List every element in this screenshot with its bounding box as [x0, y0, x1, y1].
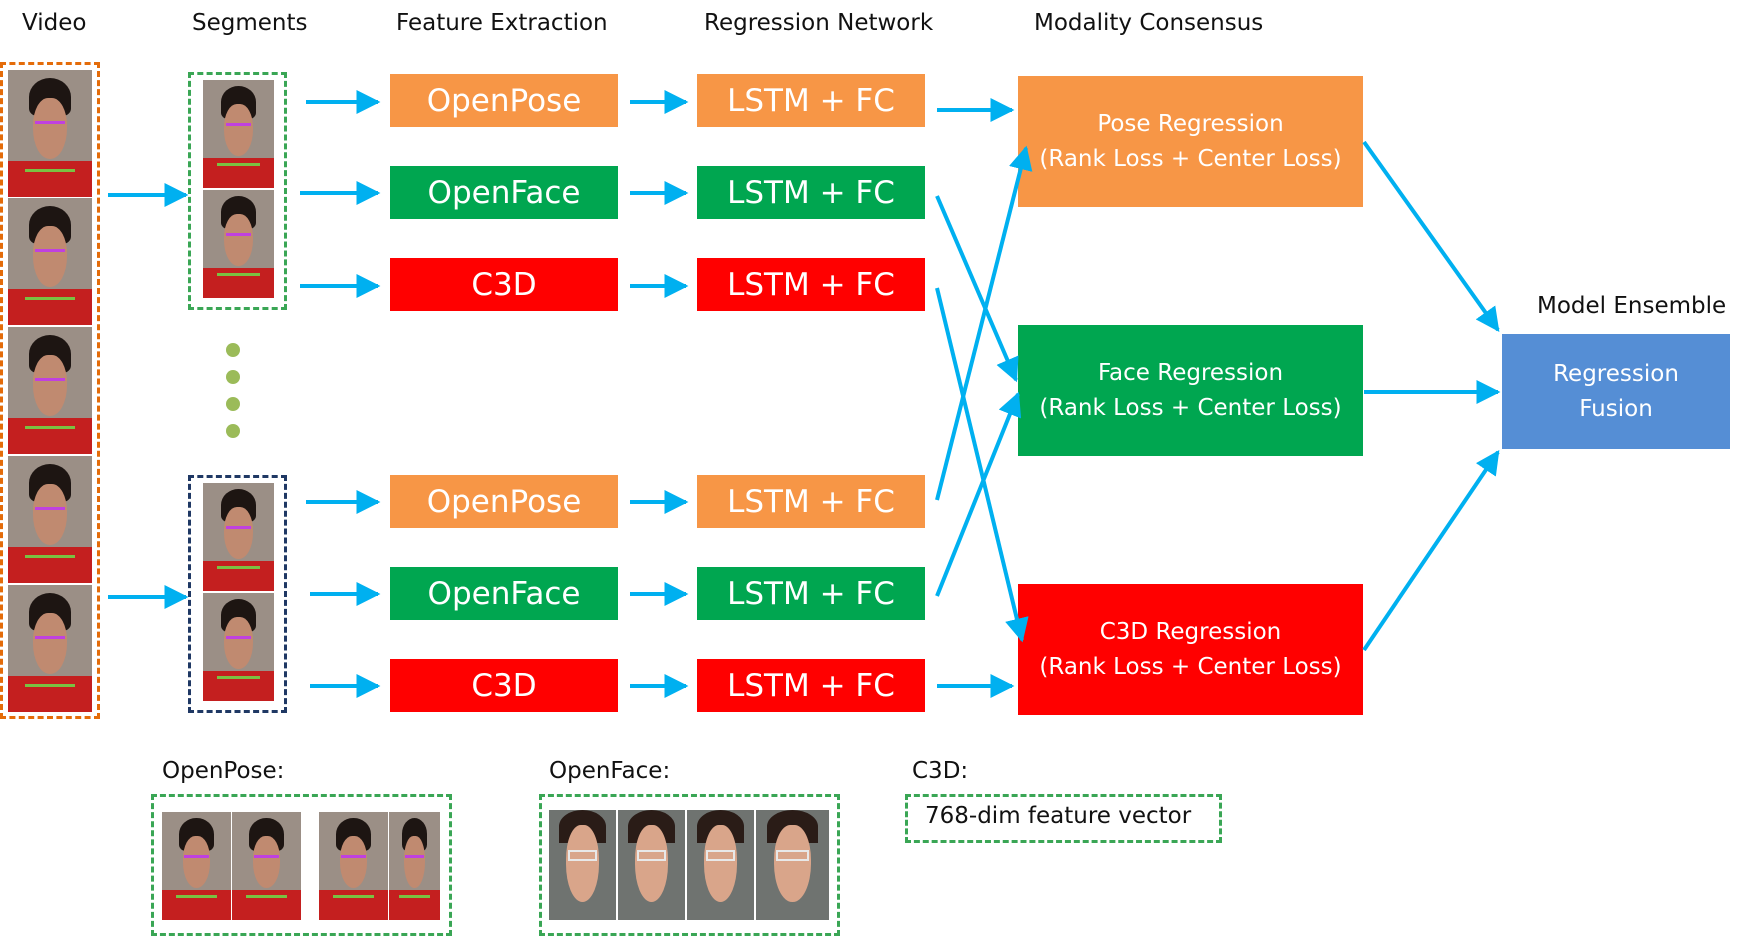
arrow — [935, 195, 1019, 383]
video-frame-thumbnail — [8, 585, 92, 712]
c3d-regression-box: C3D Regression (Rank Loss + Center Loss) — [1018, 584, 1363, 715]
legend-openpose-thumbnail — [389, 812, 440, 920]
header-video: Video — [22, 10, 87, 36]
openpose-box-top: OpenPose — [390, 74, 618, 127]
arrow — [935, 287, 1029, 643]
ellipsis-dot — [226, 424, 240, 438]
c3d-regression-title: C3D Regression — [1099, 618, 1282, 645]
ellipsis-dot — [226, 343, 240, 357]
legend-openface-label: OpenFace: — [549, 758, 671, 784]
c3d-box-bottom: C3D — [390, 659, 618, 712]
fusion-line2: Fusion — [1579, 395, 1653, 422]
openface-box-top: OpenFace — [390, 166, 618, 219]
pose-regression-loss: (Rank Loss + Center Loss) — [1039, 145, 1342, 172]
legend-openface-thumbnail — [618, 810, 685, 920]
lstm-fc-box: LSTM + FC — [697, 166, 925, 219]
header-segments: Segments — [192, 10, 308, 36]
segment-thumbnail — [203, 483, 274, 591]
segment-thumbnail — [203, 593, 274, 701]
video-frame-thumbnail — [8, 70, 92, 197]
legend-openpose-thumbnail — [162, 812, 231, 920]
legend-openpose-thumbnail — [319, 812, 388, 920]
video-frame — [0, 62, 100, 719]
face-regression-box: Face Regression (Rank Loss + Center Loss… — [1018, 325, 1363, 456]
legend-openface-thumbnail — [687, 810, 754, 920]
regression-fusion-box: Regression Fusion — [1502, 334, 1730, 449]
c3d-regression-loss: (Rank Loss + Center Loss) — [1039, 653, 1342, 680]
legend-c3d-label: C3D: — [912, 758, 969, 784]
arrow — [935, 391, 1022, 597]
ellipsis-dot — [226, 397, 240, 411]
arrow — [1362, 140, 1500, 332]
legend-openface-thumbnail — [756, 810, 829, 920]
legend-openpose-label: OpenPose: — [162, 758, 285, 784]
video-frame-thumbnail — [8, 327, 92, 454]
legend-openface-frame — [539, 794, 840, 936]
lstm-fc-box: LSTM + FC — [697, 475, 925, 528]
video-frame-thumbnail — [8, 198, 92, 325]
header-model-ensemble: Model Ensemble — [1537, 293, 1727, 319]
segment-frame-top — [188, 72, 287, 310]
openpose-box-bottom: OpenPose — [390, 475, 618, 528]
ellipsis-dot — [226, 370, 240, 384]
legend-openface-thumbnail — [549, 810, 616, 920]
header-modality-consensus: Modality Consensus — [1034, 10, 1264, 36]
segment-thumbnail — [203, 80, 274, 188]
pose-regression-title: Pose Regression — [1097, 110, 1284, 137]
lstm-fc-box: LSTM + FC — [697, 74, 925, 127]
header-feature-extraction: Feature Extraction — [396, 10, 608, 36]
lstm-fc-box: LSTM + FC — [697, 258, 925, 311]
legend-c3d-vector: 768-dim feature vector — [925, 803, 1192, 829]
lstm-fc-box: LSTM + FC — [697, 567, 925, 620]
video-frame-thumbnail — [8, 456, 92, 583]
lstm-fc-box: LSTM + FC — [697, 659, 925, 712]
legend-openpose-thumbnail — [232, 812, 301, 920]
arrow — [1362, 450, 1500, 652]
openface-box-bottom: OpenFace — [390, 567, 618, 620]
segment-thumbnail — [203, 190, 274, 298]
legend-c3d-frame — [905, 794, 1222, 843]
legend-openpose-frame — [151, 794, 452, 936]
pose-regression-box: Pose Regression (Rank Loss + Center Loss… — [1018, 76, 1363, 207]
arrow — [935, 145, 1033, 501]
segment-frame-bottom — [188, 475, 287, 713]
face-regression-loss: (Rank Loss + Center Loss) — [1039, 394, 1342, 421]
header-regression-network: Regression Network — [704, 10, 934, 36]
c3d-box-top: C3D — [390, 258, 618, 311]
face-regression-title: Face Regression — [1097, 359, 1284, 386]
fusion-line1: Regression — [1553, 360, 1679, 387]
